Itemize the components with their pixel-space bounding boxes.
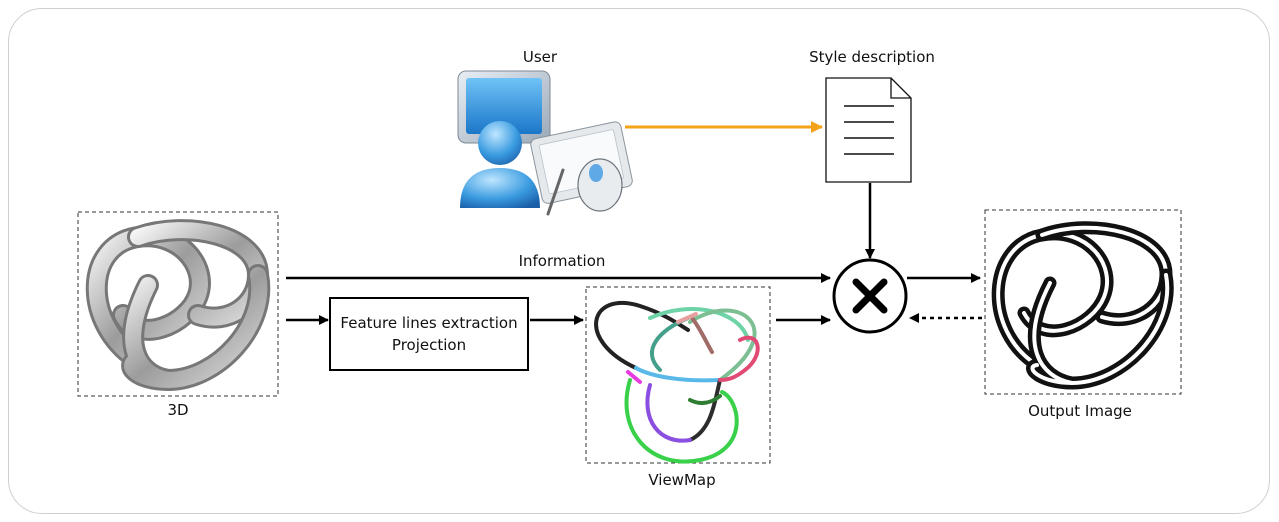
- user-at-computer-icon: [457, 70, 633, 216]
- output-image-label: Output Image: [1028, 402, 1132, 420]
- process-box: [329, 297, 529, 371]
- diagram-frame: [8, 8, 1270, 514]
- viewmap-label: ViewMap: [648, 471, 715, 489]
- document-icon: [825, 77, 912, 183]
- process-line-2: Projection: [392, 336, 466, 354]
- user-label: User: [523, 48, 558, 66]
- style-description-label: Style description: [809, 48, 935, 66]
- viewmap-lines: [594, 300, 760, 464]
- output-knot-icon: [991, 221, 1174, 390]
- process-line-1: Feature lines extraction: [340, 314, 517, 332]
- information-label: Information: [519, 252, 606, 270]
- output-image-box: [984, 209, 1182, 395]
- 3d-label: 3D: [167, 401, 188, 419]
- x-combine-icon: [832, 258, 908, 334]
- trefoil-knot-icon: [85, 219, 271, 392]
- 3d-box: [77, 211, 279, 397]
